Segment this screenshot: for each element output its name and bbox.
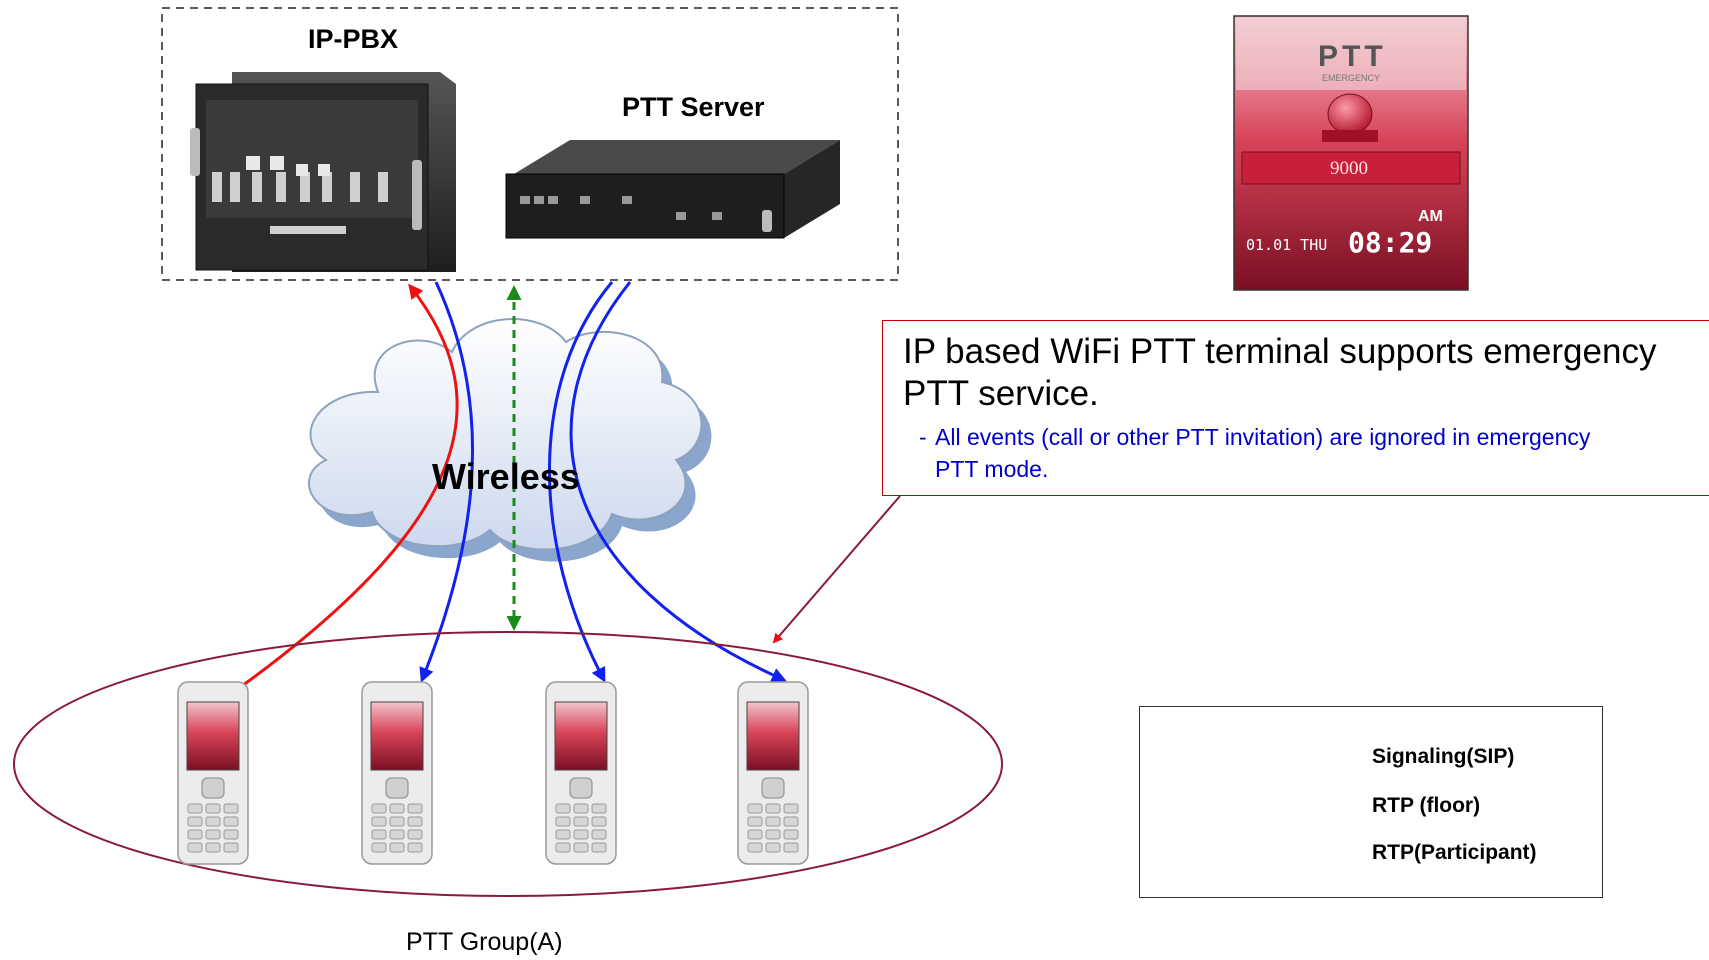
- screen-subheader: EMERGENCY: [1322, 73, 1381, 83]
- callout-main-text: IP based WiFi PTT terminal supports emer…: [903, 331, 1656, 415]
- screen-time: 08:29: [1348, 226, 1433, 259]
- group-label: PTT Group(A): [406, 928, 563, 956]
- legend-label-signaling: Signaling(SIP): [1372, 745, 1515, 768]
- rtp-floor-line: [241, 283, 459, 688]
- rtp-participant-line-2: [548, 281, 614, 683]
- ptt-group-ellipse: [13, 631, 1003, 897]
- wireless-cloud-icon: [307, 318, 712, 562]
- rtp-participant-line-3: [569, 281, 787, 682]
- callout-bullet: -: [919, 424, 927, 450]
- legend-box: Signaling(SIP) RTP (floor) RTP(Participa…: [1139, 706, 1603, 898]
- handset-phone-icon: [737, 681, 809, 865]
- handset-phone-icon: [177, 681, 249, 865]
- callout-sub-line-2: PTT mode.: [935, 456, 1049, 482]
- ippbx-device-icon: [190, 72, 456, 272]
- screen-ampm: AM: [1418, 208, 1443, 225]
- legend-label-rtp-floor: RTP (floor): [1372, 794, 1481, 817]
- cloud-label: Wireless: [432, 456, 580, 497]
- legend-label-rtp-participant: RTP(Participant): [1372, 841, 1537, 864]
- ippbx-title: IP-PBX: [308, 24, 399, 54]
- emergency-screen: [1233, 15, 1469, 291]
- emergency-lamp-icon: [1327, 93, 1373, 135]
- rtp-participant-line-1: [419, 281, 474, 683]
- callout-pointer: [772, 495, 901, 644]
- ptt-server-title: PTT Server: [622, 92, 765, 122]
- handset-phone-icon: [545, 681, 617, 865]
- ptt-server-device-icon: [505, 140, 840, 239]
- callout-box: IP based WiFi PTT terminal supports emer…: [882, 320, 1709, 496]
- server-enclosure: [161, 7, 899, 281]
- callout-line-1: IP based WiFi PTT terminal supports emer…: [903, 332, 1657, 371]
- screen-date: 01.01 THU: [1246, 236, 1328, 254]
- callout-sub-line-1: All events (call or other PTT invitation…: [935, 424, 1591, 450]
- phones-group: [177, 681, 809, 865]
- screen-number: 9000: [1330, 158, 1368, 179]
- handset-phone-icon: [361, 681, 433, 865]
- screen-header: PTT: [1318, 40, 1387, 73]
- callout-line-2: PTT service.: [903, 374, 1099, 413]
